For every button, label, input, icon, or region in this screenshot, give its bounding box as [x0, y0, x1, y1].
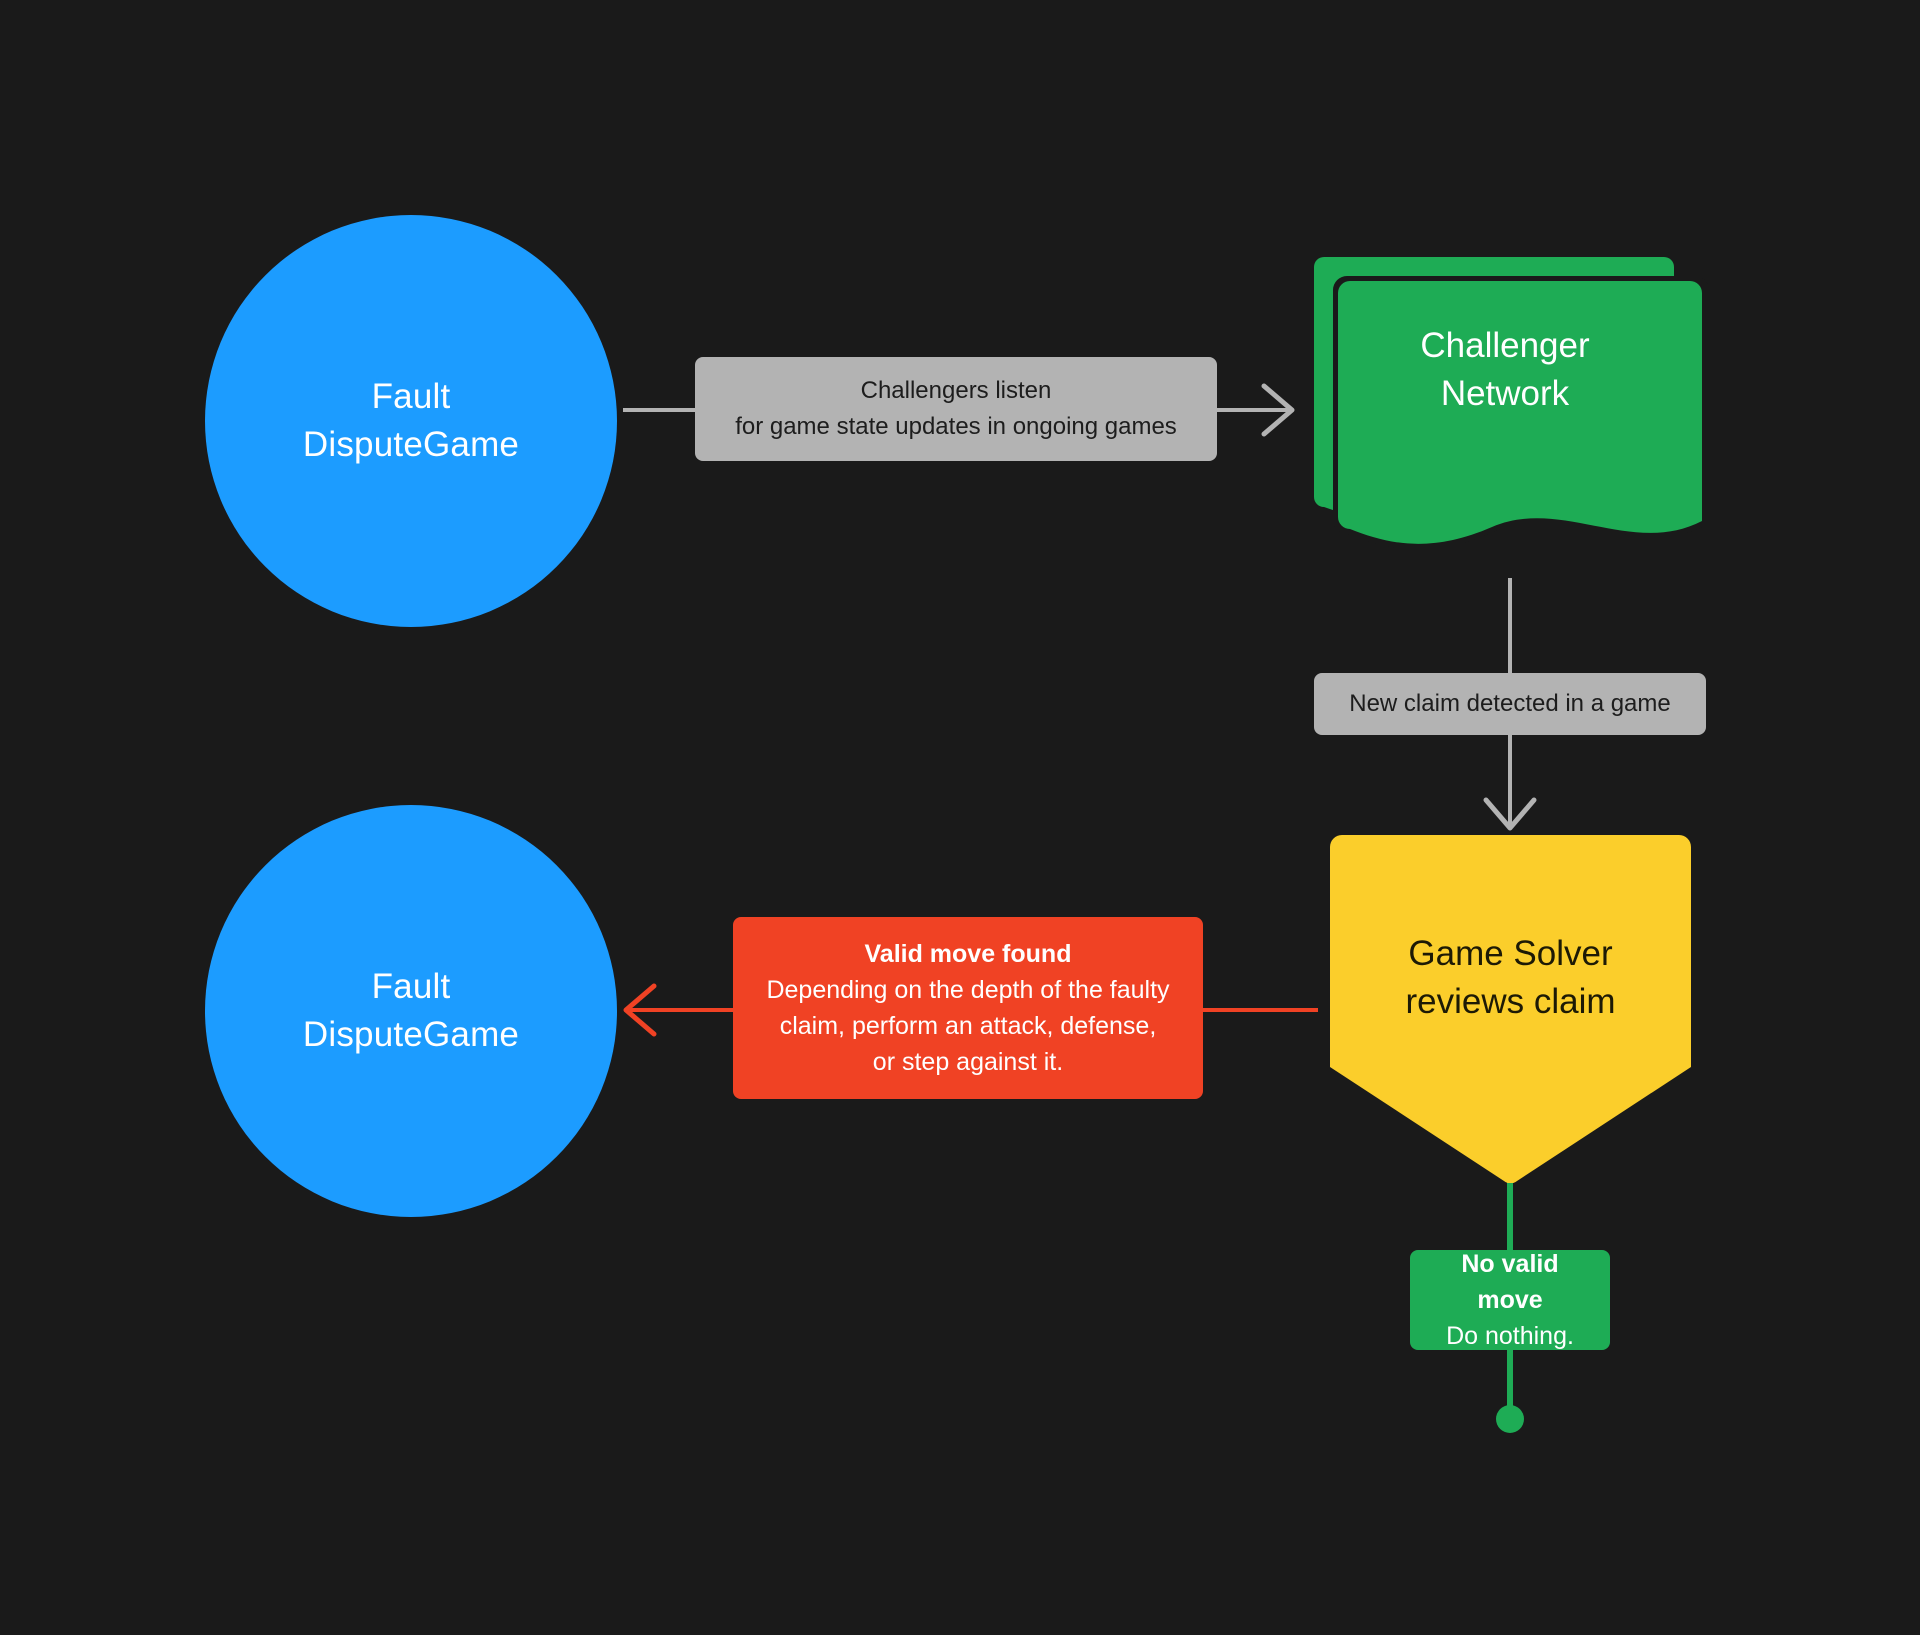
- edge-label-listen: Challengers listen for game state update…: [695, 357, 1217, 461]
- node-game-solver[interactable]: Game Solver reviews claim: [1318, 833, 1703, 1183]
- terminator-dot: [1496, 1405, 1524, 1433]
- edge-label-line3: or step against it.: [872, 1048, 1064, 1076]
- node-fault-dispute-game-bottom[interactable]: Fault DisputeGame: [205, 805, 617, 1217]
- edge-label-line1: Depending on the depth of the faulty: [766, 976, 1170, 1004]
- node-label: Game Solver reviews claim: [1318, 903, 1703, 1053]
- node-fault-dispute-game-top[interactable]: Fault DisputeGame: [205, 215, 617, 627]
- node-challenger-network[interactable]: Challenger Network: [1300, 243, 1710, 573]
- node-label-line2: DisputeGame: [302, 425, 520, 464]
- node-label-line2: DisputeGame: [302, 1015, 520, 1054]
- node-label-line2: reviews claim: [1405, 982, 1616, 1021]
- edge-label-line1: New claim detected in a game: [1349, 690, 1671, 718]
- edge-label-line2: for game state updates in ongoing games: [735, 413, 1177, 440]
- edge-label-no-valid-move: No valid move Do nothing.: [1410, 1250, 1610, 1350]
- edge-label-line2: claim, perform an attack, defense,: [779, 1012, 1157, 1040]
- edge-label-line1: Do nothing.: [1446, 1322, 1574, 1350]
- edge-label-line1: Challengers listen: [860, 377, 1052, 405]
- node-label-line1: Fault: [371, 966, 451, 1006]
- edge-label-new-claim: New claim detected in a game: [1314, 673, 1706, 735]
- document-stack-icon: [1314, 257, 1709, 550]
- pentagon-down-icon: [1330, 835, 1691, 1183]
- node-label-line1: Challenger: [1420, 325, 1590, 365]
- node-label-line1: Game Solver: [1408, 933, 1613, 973]
- edge-label-valid-move: Valid move found Depending on the depth …: [733, 917, 1203, 1099]
- node-label-line2: Network: [1440, 374, 1570, 413]
- node-label: Challenger Network: [1300, 295, 1710, 445]
- node-label-line1: Fault: [371, 376, 451, 416]
- edge-label-title: Valid move found: [864, 940, 1072, 968]
- edge-label-title: No valid move: [1461, 1250, 1559, 1314]
